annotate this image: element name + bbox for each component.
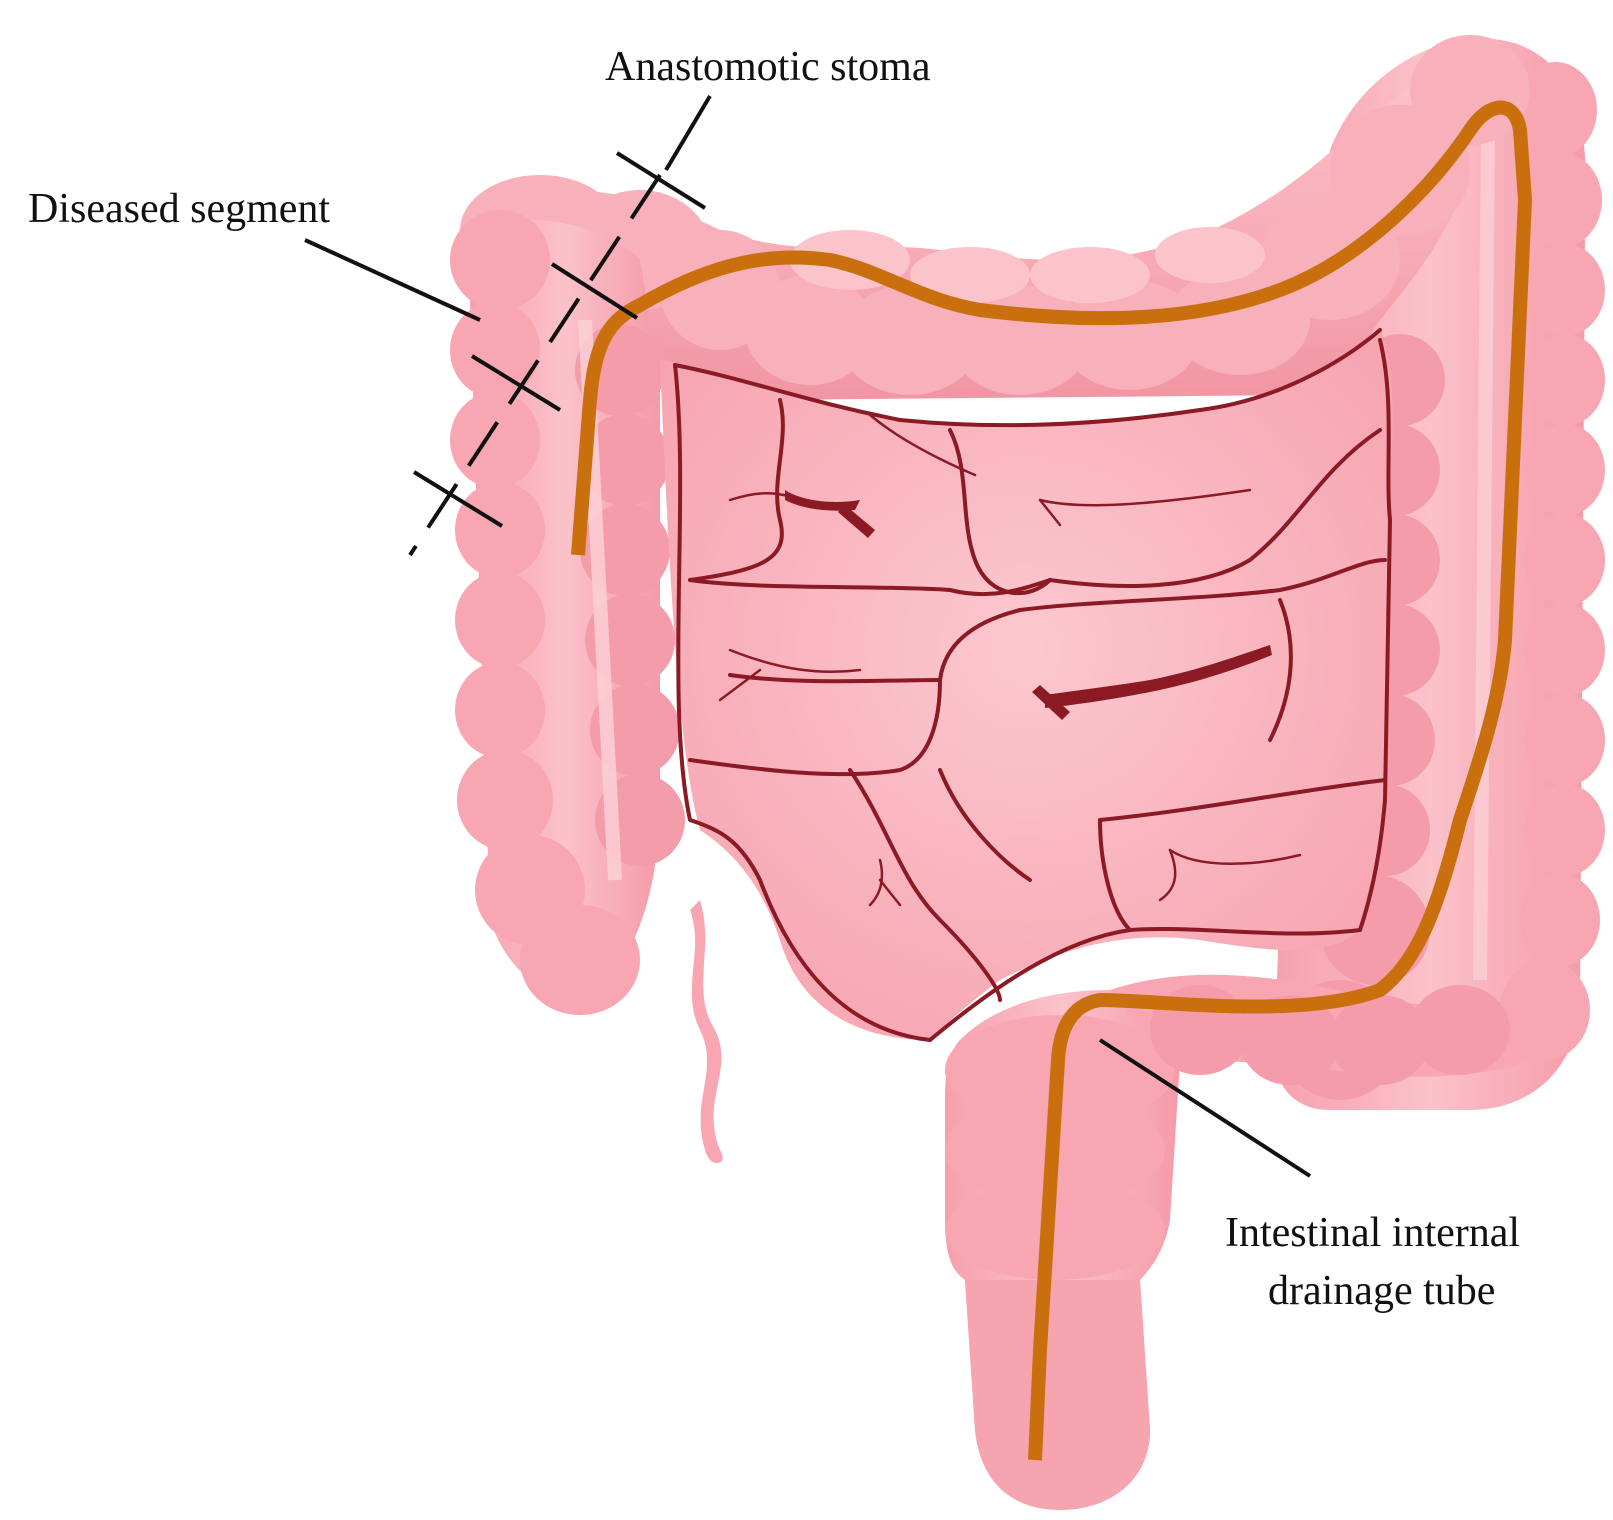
ascending-colon (450, 210, 723, 1164)
cut-mark (615, 151, 707, 210)
cut-mark (550, 262, 639, 320)
rectum (945, 974, 1530, 1510)
small-intestine (660, 328, 1393, 1042)
cut-mark (412, 470, 504, 528)
drainage-tube (571, 100, 1532, 1461)
diseased-segment-label: Diseased segment (28, 186, 330, 232)
anastomotic-stoma-leader (664, 94, 712, 172)
anastomotic-stoma-label: Anastomotic stoma (605, 44, 931, 90)
drainage-tube-leader (1098, 1038, 1312, 1178)
resection-line (408, 173, 662, 557)
drainage-tube-label-line2: drainage tube (1268, 1268, 1495, 1314)
cut-mark (470, 354, 562, 412)
appendix (690, 900, 723, 1164)
leader-lines (304, 94, 1312, 1178)
drainage-tube-label-line1: Intestinal internal (1225, 1210, 1520, 1256)
diseased-segment-leader (304, 238, 481, 322)
